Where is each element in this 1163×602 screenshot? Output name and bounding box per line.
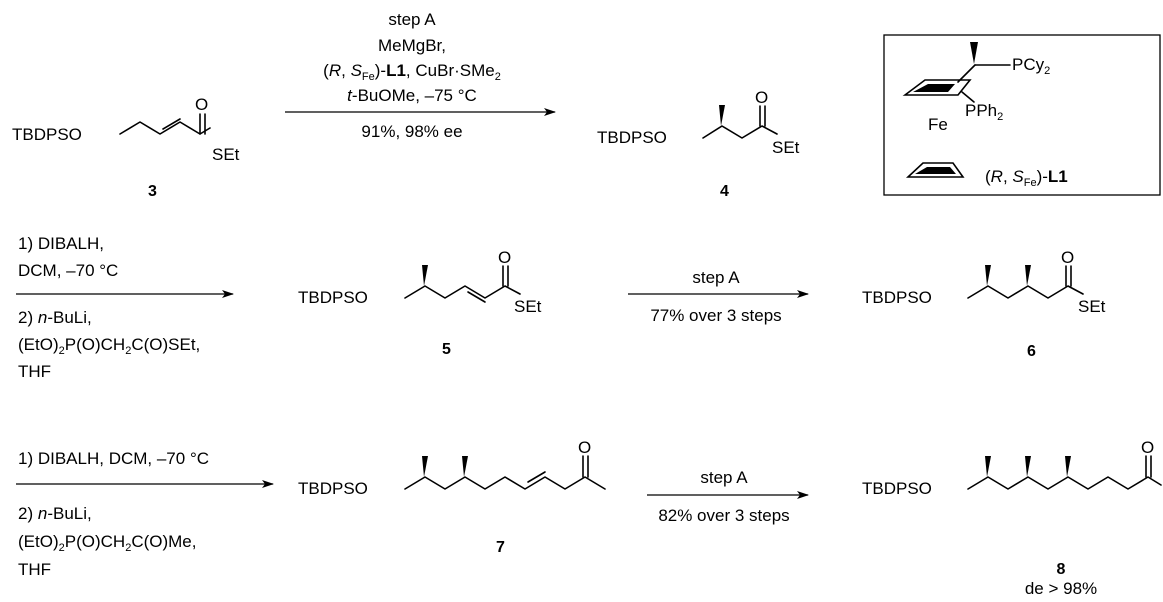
diastereomeric-excess: de > 98% (1025, 579, 1097, 598)
reagent-line: (EtO)2P(O)CH2C(O)SEt, (18, 335, 200, 357)
reagent-line: 2) n-BuLi, (18, 504, 92, 523)
stereo-wedge (985, 265, 991, 286)
step-label: step A (692, 268, 740, 287)
pph2-group: PPh2 (965, 101, 1003, 123)
ligand-frame (883, 34, 1161, 196)
stereo-wedge (1025, 456, 1031, 477)
compound-7-skeleton (404, 476, 606, 490)
thioester-group: SEt (1078, 297, 1106, 316)
ligand-name: (R, SFe)-L1 (985, 167, 1068, 189)
stereo-wedge (719, 105, 725, 126)
reagent-line: DCM, –70 °C (18, 261, 118, 280)
compound-3-skeleton (119, 121, 211, 135)
compound-4: TBDPSO O SEt 4 (597, 88, 800, 200)
compound-number: 4 (720, 183, 729, 200)
compound-number: 6 (1027, 343, 1036, 360)
compound-5-skeleton (404, 285, 521, 299)
reaction-arrow-step-a: step A MeMgBr, (R, SFe)-L1, CuBr·SMe2 t-… (285, 10, 556, 141)
carbonyl-oxygen: O (755, 88, 768, 107)
tbdpso-group: TBDPSO (597, 128, 667, 147)
carbonyl-oxygen: O (498, 248, 511, 267)
yield-label: 91%, 98% ee (361, 122, 462, 141)
stereo-wedge (462, 456, 468, 477)
reagent-line: 1) DIBALH, DCM, –70 °C (18, 449, 209, 468)
thioester-group: SEt (772, 138, 800, 157)
reagent-line: (EtO)2P(O)CH2C(O)Me, (18, 532, 196, 554)
carbonyl-oxygen: O (578, 438, 591, 457)
carbonyl-oxygen: O (1141, 438, 1154, 457)
compound-4-skeleton (702, 125, 778, 139)
step-label: step A (700, 468, 748, 487)
step-label: step A (388, 10, 436, 29)
compound-8: TBDPSO O 8 de > 98% (862, 438, 1162, 598)
tbdpso-group: TBDPSO (298, 479, 368, 498)
compound-5: TBDPSO O SEt 5 (298, 248, 542, 358)
compound-8-skeleton (967, 476, 1162, 490)
stereo-wedge (985, 456, 991, 477)
stereo-wedge (1065, 456, 1071, 477)
compound-number: 7 (496, 539, 505, 556)
reaction-arrow-reduction-olefination: 1) DIBALH, DCM, –70 °C 2) n-BuLi, (EtO)2… (16, 449, 274, 579)
tbdpso-group: TBDPSO (298, 288, 368, 307)
double-bond (162, 118, 181, 130)
pcy2-group: PCy2 (1012, 55, 1050, 77)
reaction-arrow-step-a: step A 82% over 3 steps (647, 468, 809, 525)
tbdpso-group: TBDPSO (862, 288, 932, 307)
reagent-line: 2) n-BuLi, (18, 308, 92, 327)
ligand-box: PCy2 PPh2 Fe (R, SFe)-L1 (883, 34, 1161, 196)
compound-7: TBDPSO O 7 (298, 438, 606, 556)
compound-number: 5 (442, 341, 451, 358)
reagent-line: 1) DIBALH, (18, 234, 104, 253)
ring-shading (915, 167, 956, 174)
stereo-wedge (970, 42, 978, 64)
compound-6: TBDPSO O SEt 6 (862, 248, 1106, 360)
stereo-wedge (422, 265, 428, 286)
compound-6-skeleton (967, 285, 1084, 299)
stereo-wedge (1025, 265, 1031, 286)
reaction-arrow-step-a: step A 77% over 3 steps (628, 268, 809, 325)
phosphine-bond (961, 91, 975, 103)
reagent-line: THF (18, 362, 51, 381)
tbdpso-group: TBDPSO (12, 125, 82, 144)
reagent-line: MeMgBr, (378, 36, 446, 55)
reagent-line: t-BuOMe, –75 °C (347, 86, 477, 105)
yield-label: 77% over 3 steps (650, 306, 781, 325)
tbdpso-group: TBDPSO (862, 479, 932, 498)
reagent-line: (R, SFe)-L1, CuBr·SMe2 (323, 61, 501, 83)
ring-substituent-bond (957, 64, 976, 83)
reaction-arrow-reduction-olefination: 1) DIBALH, DCM, –70 °C 2) n-BuLi, (EtO)2… (16, 234, 234, 381)
thioester-group: SEt (212, 145, 240, 164)
thioester-group: SEt (514, 297, 542, 316)
double-bond (527, 471, 546, 483)
ring-shading (913, 84, 955, 92)
double-bond (467, 291, 486, 303)
compound-3: TBDPSO O SEt 3 (12, 95, 240, 200)
iron-label: Fe (928, 115, 948, 134)
yield-label: 82% over 3 steps (658, 506, 789, 525)
carbonyl-oxygen: O (195, 95, 208, 114)
stereo-wedge (422, 456, 428, 477)
compound-number: 3 (148, 183, 157, 200)
reagent-line: THF (18, 560, 51, 579)
carbonyl-oxygen: O (1061, 248, 1074, 267)
compound-number: 8 (1057, 561, 1066, 578)
